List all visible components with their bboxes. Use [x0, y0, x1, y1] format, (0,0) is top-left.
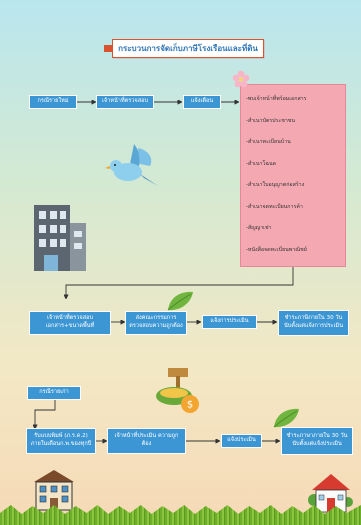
document-item: -สัญญาเช่า [246, 225, 272, 231]
box-new-case: กรณีรายใหม่ [29, 95, 77, 109]
page-title: กระบวนการจัดเก็บภาษีโรงเรือนและที่ดิน [112, 39, 264, 58]
leaf-icon [167, 291, 193, 311]
box-check-documents-area: เจ้าหน้าที่ตรวจสอบ เอกสาร+ขนาดพื้นที่ [29, 311, 111, 335]
document-item: -สำเนาบัตรประชาชน [246, 117, 296, 124]
house-icon [308, 474, 353, 513]
box-pay-within-30-days: ชำระภาษีภายใน 30 วัน นับตั้งแต่แจ้งการปร… [278, 310, 349, 336]
document-item: -สำเนาทะเบียนบ้าน [246, 139, 291, 145]
document-item: -สำเนาโฉนด [246, 160, 277, 167]
office-building-icon [34, 205, 86, 271]
box-assessment-notice: แจ้งการประเมิน [202, 315, 257, 329]
documents-list: -พบเจ้าหน้าที่พร้อมเอกสาร -สำเนาบัตรประช… [240, 84, 346, 267]
flower-icon [232, 70, 250, 88]
box-notify: แจ้งเตือน [183, 95, 221, 109]
bird-icon [105, 144, 158, 186]
box-existing-case: กรณีรายเก่า [27, 386, 81, 400]
document-item: -พบเจ้าหน้าที่พร้อมเอกสาร [246, 96, 307, 102]
sign-and-money-icon: $ [156, 368, 199, 413]
box-officer-assess: เจ้าหน้าที่ประเมิน ความถูกต้อง [107, 428, 186, 454]
box-pay-tax-30-days: ชำระภาษาภายใน 30 วัน นับตั้งแต่แจ้งประเม… [281, 427, 353, 455]
leaf-icon [273, 408, 299, 428]
box-notify-assessment: แจ้งประเมิน [221, 434, 262, 448]
document-item: -หนังสือจดทะเบียนพาณิชย์ [246, 246, 307, 253]
box-officer-check: เจ้าหน้าที่ตรวจสอบ [96, 95, 154, 109]
svg-text:$: $ [187, 400, 193, 411]
document-item: -สำเนาใบอนุญาตก่อสร้าง [246, 182, 305, 188]
document-item: -สำเนาจดทะเบียนการค้า [246, 203, 303, 210]
title-accent [104, 45, 112, 52]
box-committee-review: ส่งคณะกรรมการ ตรวจสอบความถูกต้อง [125, 311, 187, 335]
box-receive-form: รับแบบพิมพ์ (ภ.ร.ด.2) ภายในเดือนก.พ.ของท… [26, 428, 96, 454]
apartment-icon [34, 470, 74, 511]
